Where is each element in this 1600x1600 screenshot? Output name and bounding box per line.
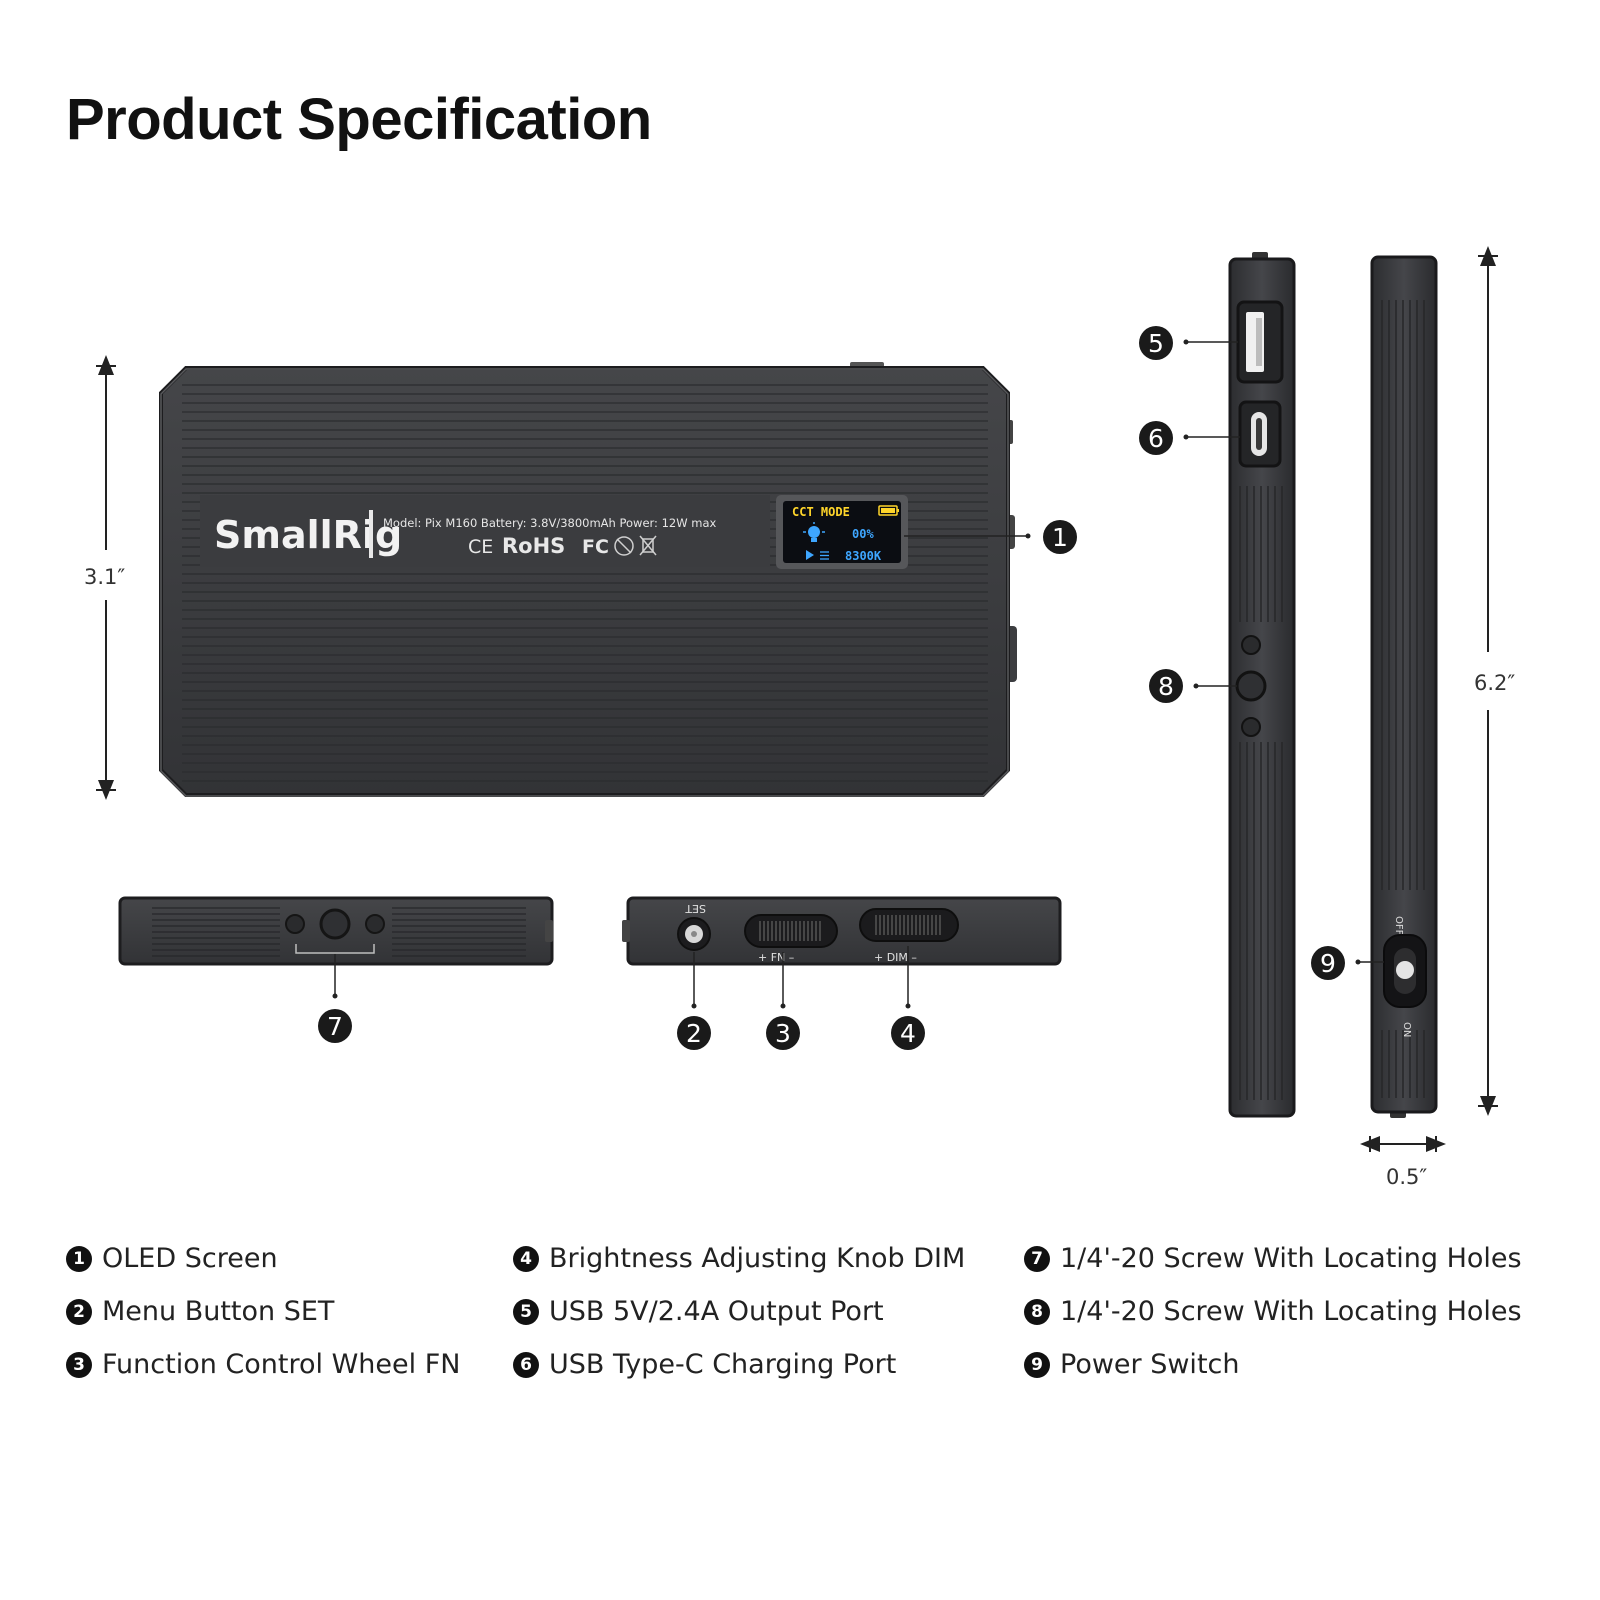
switch-on-label: ON: [1401, 1022, 1412, 1037]
legend-text: Brightness Adjusting Knob DIM: [549, 1243, 966, 1274]
legend-text: Function Control Wheel FN: [102, 1349, 461, 1380]
dim-label: + DIM –: [874, 951, 917, 964]
legend-text: OLED Screen: [102, 1243, 278, 1274]
fn-wheel: [744, 914, 838, 948]
length-dimension: 6.2″: [1474, 246, 1515, 1116]
battery-icon: [878, 505, 899, 516]
legend-column-3: 7 1/4'-20 Screw With Locating Holes 8 1/…: [1024, 1232, 1522, 1391]
legend-column-1: 1 OLED Screen 2 Menu Button SET 3 Functi…: [66, 1232, 460, 1391]
oled-screen: CCT MODE 00%: [776, 495, 908, 569]
legend-text: USB 5V/2.4A Output Port: [549, 1296, 884, 1327]
oled-mode: CCT MODE: [792, 505, 850, 519]
svg-text:7: 7: [327, 1012, 343, 1041]
oled-temperature: 8300K: [845, 549, 882, 563]
dim-knob: [859, 908, 959, 942]
fn-label: + FN –: [758, 951, 794, 964]
legend-number: 1: [66, 1245, 92, 1272]
svg-text:5: 5: [1148, 329, 1164, 358]
thickness-dimension: 0.5″: [1360, 1136, 1446, 1189]
legend-number: 3: [66, 1351, 92, 1378]
legend-text: USB Type-C Charging Port: [549, 1349, 897, 1380]
fcc-mark: FC: [582, 536, 609, 558]
svg-text:1: 1: [1052, 523, 1068, 552]
legend-text: 1/4'-20 Screw With Locating Holes: [1060, 1243, 1522, 1274]
legend-number: 6: [513, 1351, 539, 1378]
power-switch: [1383, 934, 1427, 1008]
legend-text: 1/4'-20 Screw With Locating Holes: [1060, 1296, 1522, 1327]
usb-a-port: [1236, 300, 1284, 384]
legend-item: 8 1/4'-20 Screw With Locating Holes: [1024, 1285, 1522, 1338]
menu-icon: [820, 551, 829, 560]
side-view-switch: OFF ON: [1370, 255, 1438, 1118]
legend-item: 9 Power Switch: [1024, 1338, 1522, 1391]
weee-bin-icon: [639, 535, 657, 556]
callout-1: 1: [1043, 520, 1077, 554]
callout-2: 2: [677, 1016, 711, 1050]
height-label: 3.1″: [84, 565, 125, 589]
legend: 1 OLED Screen 2 Menu Button SET 3 Functi…: [66, 1232, 1546, 1402]
device-specs: Model: Pix M160 Battery: 3.8V/3800mAh Po…: [383, 516, 716, 530]
leader-lines: [334, 341, 1384, 1006]
callout-7: 7: [318, 1009, 352, 1043]
lightbulb-icon: [803, 522, 825, 542]
recycle-icon: [614, 536, 634, 556]
length-label: 6.2″: [1474, 671, 1515, 695]
legend-item: 7 1/4'-20 Screw With Locating Holes: [1024, 1232, 1522, 1285]
legend-item: 4 Brightness Adjusting Knob DIM: [513, 1232, 965, 1285]
bottom-view-right: SET + FN – + DIM –: [622, 896, 1062, 966]
legend-item: 3 Function Control Wheel FN: [66, 1338, 460, 1391]
page-title: Product Specification: [66, 87, 652, 152]
callout-9: 9: [1311, 946, 1345, 980]
svg-text:2: 2: [686, 1019, 702, 1048]
legend-number: 5: [513, 1298, 539, 1325]
legend-item: 6 USB Type-C Charging Port: [513, 1338, 965, 1391]
callout-5: 5: [1139, 326, 1173, 360]
svg-text:9: 9: [1320, 949, 1336, 978]
height-dimension: 3.1″: [84, 355, 125, 800]
thickness-label: 0.5″: [1386, 1165, 1427, 1189]
legend-number: 9: [1024, 1351, 1050, 1378]
usb-c-port: [1238, 400, 1282, 468]
side-view-ports: [1228, 252, 1296, 1118]
callout-3: 3: [766, 1016, 800, 1050]
callout-8: 8: [1149, 669, 1183, 703]
rohs-mark: RoHS: [502, 534, 565, 558]
oled-brightness: 00%: [852, 527, 874, 541]
callout-4: 4: [891, 1016, 925, 1050]
switch-off-label: OFF: [1393, 916, 1404, 936]
legend-number: 4: [513, 1245, 539, 1272]
svg-text:8: 8: [1158, 672, 1174, 701]
legend-item: 5 USB 5V/2.4A Output Port: [513, 1285, 965, 1338]
play-icon: [806, 550, 814, 560]
front-view: SmallRig Model: Pix M160 Battery: 3.8V/3…: [159, 362, 1017, 797]
svg-text:3: 3: [775, 1019, 791, 1048]
legend-text: Menu Button SET: [102, 1296, 335, 1327]
legend-text: Power Switch: [1060, 1349, 1240, 1380]
screw-mount-bottom: [319, 908, 351, 940]
legend-number: 8: [1024, 1298, 1050, 1325]
svg-text:4: 4: [900, 1019, 916, 1048]
legend-item: 2 Menu Button SET: [66, 1285, 460, 1338]
bottom-view-left: [118, 896, 554, 966]
ce-mark: CE: [468, 536, 493, 558]
svg-text:6: 6: [1148, 424, 1164, 453]
legend-column-2: 4 Brightness Adjusting Knob DIM 5 USB 5V…: [513, 1232, 965, 1391]
set-label: SET: [685, 902, 706, 915]
legend-item: 1 OLED Screen: [66, 1232, 460, 1285]
callout-6: 6: [1139, 421, 1173, 455]
brand-logo: SmallRig: [214, 513, 402, 557]
legend-number: 2: [66, 1298, 92, 1325]
legend-number: 7: [1024, 1245, 1050, 1272]
